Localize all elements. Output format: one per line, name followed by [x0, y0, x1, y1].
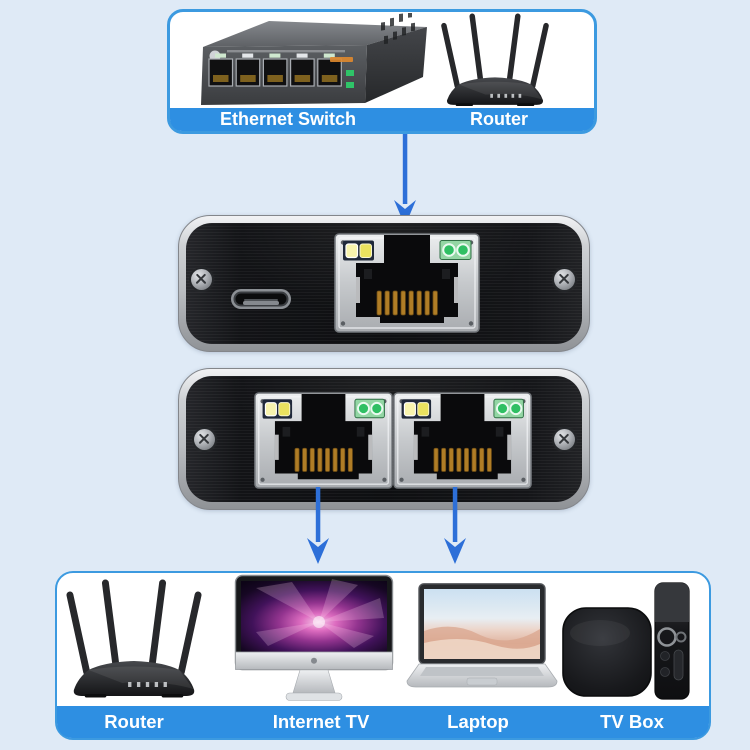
flow-arrow-down-1: [394, 134, 416, 226]
splitter-input-unit: [178, 215, 590, 352]
router-top-icon: [440, 10, 550, 108]
source-devices-banner: Ethernet Switch Router: [170, 108, 594, 131]
usb-c-port: [231, 289, 291, 309]
rj45-input-port: [334, 233, 480, 333]
screw-icon: [553, 268, 575, 290]
router-label: Router: [470, 109, 528, 129]
client-devices-banner: Router Internet TV Laptop TV Box: [57, 706, 709, 738]
screw-icon: [190, 268, 212, 290]
switch-ports: [208, 53, 342, 87]
flow-arrow-down-3: [444, 487, 466, 564]
tv-box-icon: [562, 607, 652, 697]
flow-arrow-down-2: [307, 487, 329, 564]
ethernet-switch-icon: [201, 13, 427, 105]
internet-tv-label: Internet TV: [272, 711, 370, 732]
laptop-icon: [406, 583, 558, 688]
rj45-output-port-2: [393, 392, 532, 489]
router-bottom-label: Router: [104, 711, 164, 732]
router-bottom-icon: [65, 575, 203, 700]
screw-icon: [553, 428, 575, 450]
screw-icon: [193, 428, 215, 450]
rj45-output-port-1: [254, 392, 393, 489]
tv-remote-icon: [654, 582, 690, 700]
ethernet-switch-label: Ethernet Switch: [219, 109, 357, 129]
splitter-output-unit: [178, 368, 590, 510]
laptop-label: Laptop: [447, 711, 509, 732]
tv-box-label: TV Box: [600, 711, 664, 732]
internet-tv-icon: [234, 574, 394, 701]
